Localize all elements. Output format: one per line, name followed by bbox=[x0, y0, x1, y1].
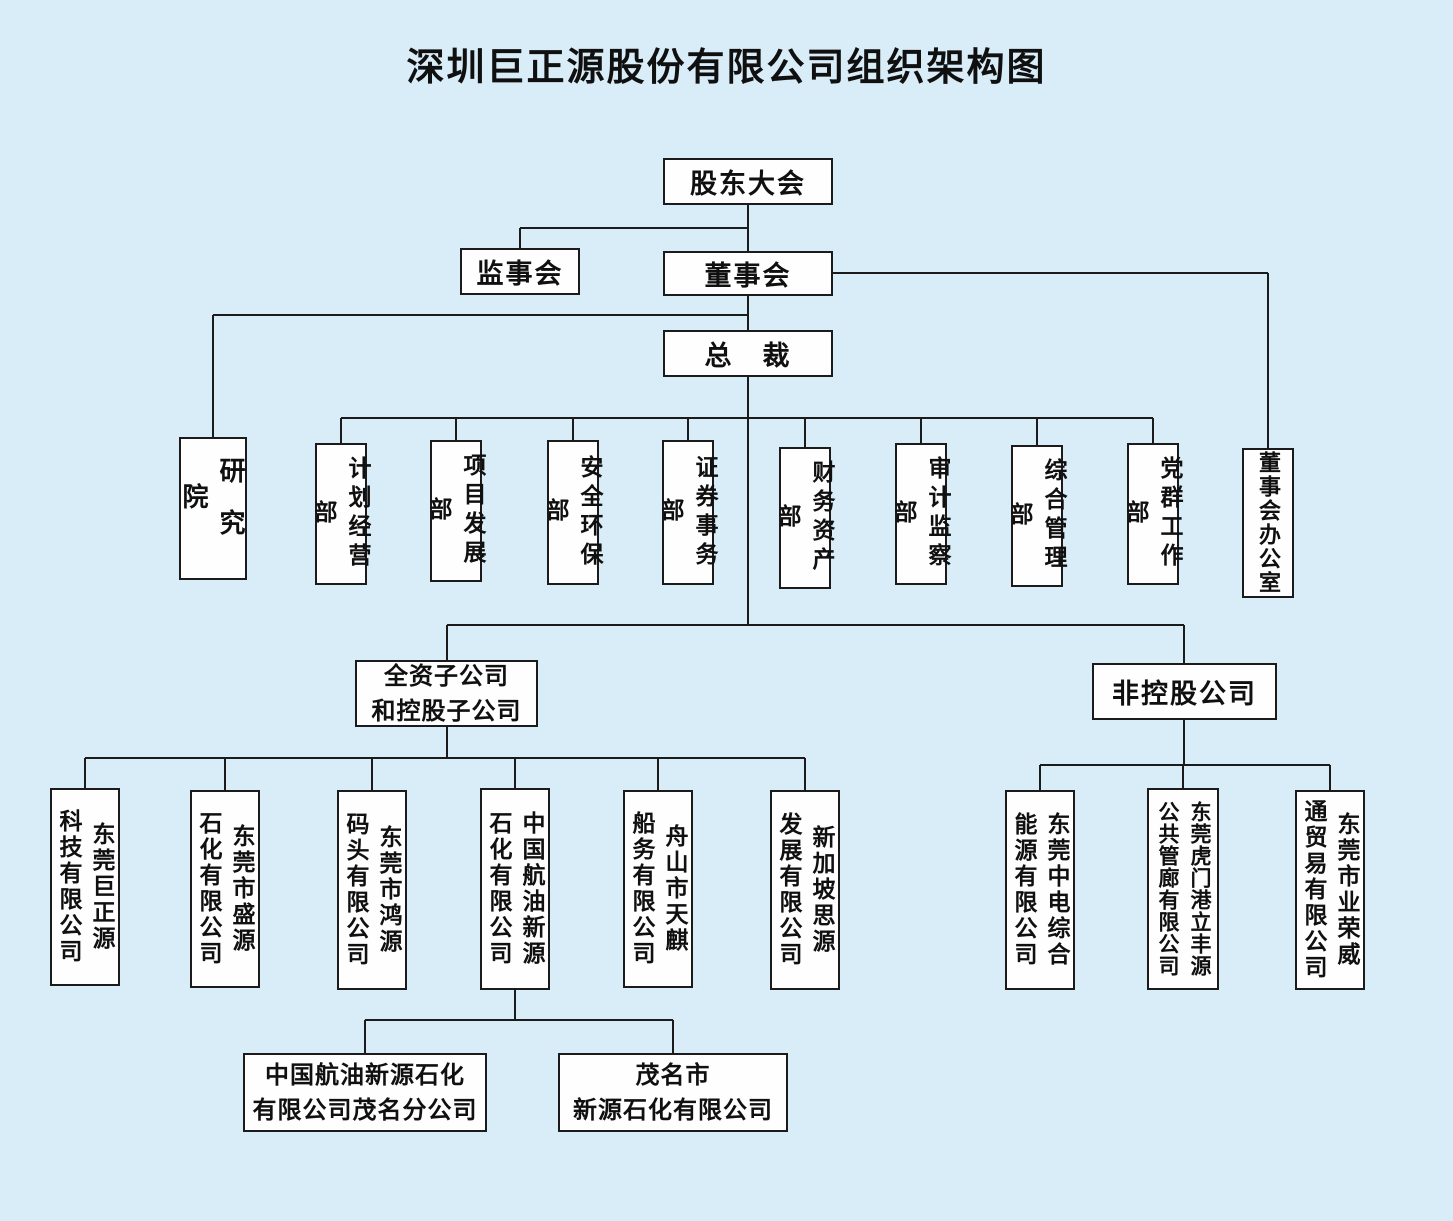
diagram-title: 深圳巨正源股份有限公司组织架构图 bbox=[406, 47, 1047, 89]
node-non-controlling-companies: 非控股公司 bbox=[1092, 663, 1277, 720]
node-singapore-siyuan-development: 新加坡思源 发展有限公司 bbox=[770, 790, 840, 990]
node-research-institute: 研究院 bbox=[179, 437, 247, 580]
node-planning-operations-dept: 计划经营部 bbox=[311, 443, 371, 585]
node-wholly-owned-holding-subsidiaries: 全资子公司 和控股子公司 bbox=[355, 660, 538, 727]
node-maoming-xinyuan-petrochemical: 茂名市 新源石化有限公司 bbox=[558, 1053, 788, 1132]
node-president: 总 裁 bbox=[663, 330, 833, 377]
node-dongguan-humen-lifengyuan-pipe-gallery: 东莞虎门港立丰源 公共管廊有限公司 bbox=[1147, 788, 1219, 990]
node-audit-supervision-dept: 审计监察部 bbox=[891, 443, 951, 585]
node-party-mass-work-dept: 党群工作部 bbox=[1123, 443, 1183, 585]
node-board-of-directors: 董事会 bbox=[663, 251, 833, 296]
node-safety-environment-dept: 安全环保部 bbox=[543, 440, 603, 585]
node-supervisory-board: 监事会 bbox=[460, 248, 580, 295]
node-china-aviation-oil-xinyuan-petrochemical: 中国航油新源 石化有限公司 bbox=[480, 788, 550, 990]
node-finance-assets-dept: 财务资产部 bbox=[775, 447, 835, 589]
node-securities-affairs-dept: 证券事务部 bbox=[658, 440, 718, 585]
node-dongguan-hongyuan-wharf: 东莞市鸿源 码头有限公司 bbox=[337, 790, 407, 990]
node-general-management-dept: 综合管理部 bbox=[1007, 445, 1067, 587]
node-maoming-branch: 中国航油新源石化 有限公司茂名分公司 bbox=[243, 1053, 487, 1132]
node-project-development-dept: 项目发展部 bbox=[426, 440, 486, 582]
node-dongguan-shengyuan-petrochemical: 东莞市盛源 石化有限公司 bbox=[190, 790, 260, 988]
node-board-office: 董事会办公室 bbox=[1242, 448, 1294, 598]
node-dongguan-zhongdian-energy: 东莞中电综合 能源有限公司 bbox=[1005, 790, 1075, 990]
node-dongguan-juzhengyuan-technology: 东莞巨正源 科技有限公司 bbox=[50, 788, 120, 986]
node-shareholders-meeting: 股东大会 bbox=[663, 158, 833, 205]
node-dongguan-yerongweitong-trading: 东莞市业荣威 通贸易有限公司 bbox=[1295, 790, 1365, 990]
node-zhoushan-tianqi-shipping: 舟山市天麒 船务有限公司 bbox=[623, 790, 693, 988]
